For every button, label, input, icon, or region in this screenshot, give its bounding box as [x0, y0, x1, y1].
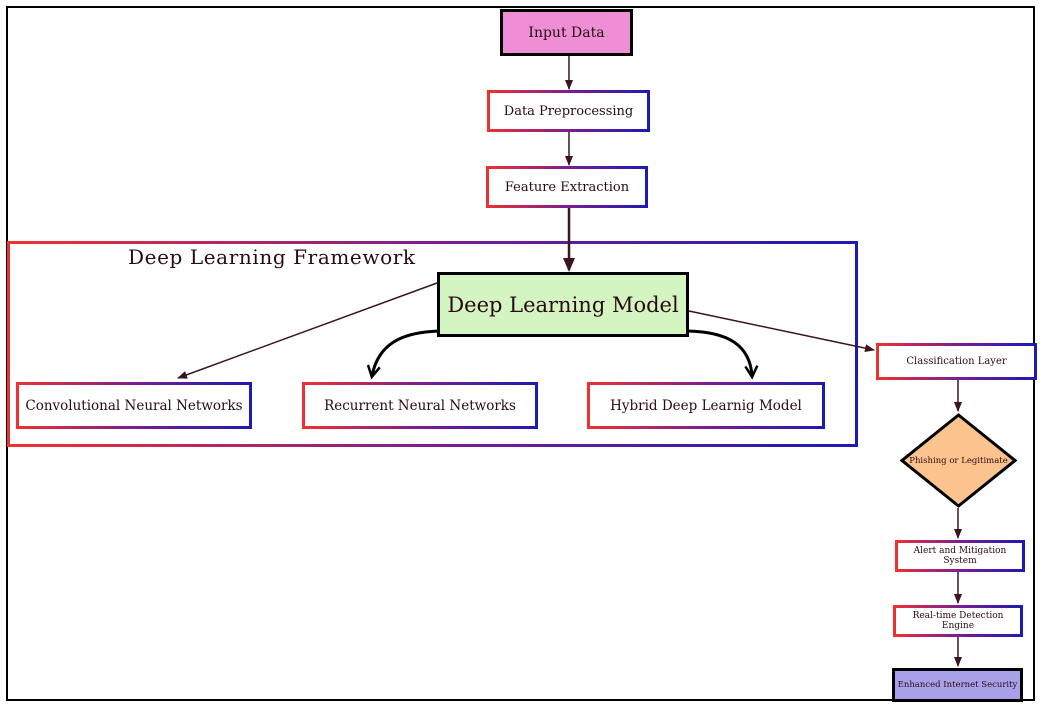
diagram-frame [6, 6, 1035, 701]
hybrid-model-node: Hybrid Deep Learnig Model [587, 382, 825, 429]
input-data-node: Input Data [500, 9, 633, 56]
classification-layer-node: Classification Layer [876, 343, 1037, 380]
framework-title: Deep Learning Framework [128, 245, 416, 269]
decision-diamond [900, 413, 1017, 508]
data-preprocessing-node: Data Preprocessing [487, 90, 650, 132]
realtime-detection-node: Real-time Detection Engine [893, 605, 1023, 637]
enhanced-security-node: Enhanced Internet Security [892, 668, 1023, 702]
edge-model-to-rnn [372, 329, 441, 376]
rnn-node: Recurrent Neural Networks [302, 382, 538, 429]
decision-label: Phishing or Legitimate [909, 455, 1008, 466]
cnn-node: Convolutional Neural Networks [16, 382, 252, 429]
edge-model-to-cnn [177, 282, 438, 379]
edge-model-to-classification [688, 310, 875, 353]
edge-model-to-hybrid [687, 329, 752, 376]
feature-extraction-node: Feature Extraction [486, 166, 648, 208]
alert-mitigation-node: Alert and Mitigation System [895, 540, 1025, 572]
deep-learning-model-node: Deep Learning Model [437, 272, 689, 337]
